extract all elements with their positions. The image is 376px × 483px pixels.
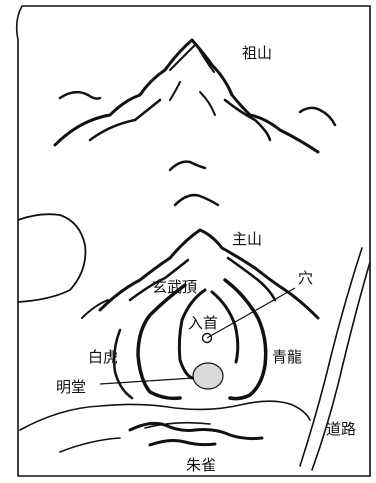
label-bright-hall: 明堂 [56,378,86,396]
ancestral-mountain [53,38,337,154]
left-hill [17,213,87,303]
label-cave: 穴 [298,269,313,287]
main-mountain [81,228,320,320]
diagram-border [15,5,371,477]
label-white-tiger: 白虎 [88,348,118,366]
label-xuanwu-peak: 玄武頂 [152,278,197,296]
label-azure-dragon: 青龍 [272,348,302,366]
connecting-ridges [168,160,220,207]
label-ancestral-mountain: 祖山 [242,44,272,62]
bright-hall [192,362,224,390]
road [299,247,371,471]
water-course [19,400,311,453]
leader-lines [99,287,296,385]
label-road: 道路 [326,420,356,438]
enclosing-ridges [112,278,268,401]
label-vermilion-bird: 朱雀 [186,456,216,474]
vermilion-bird-ridge [128,421,264,447]
label-main-mountain: 主山 [232,230,262,248]
label-entry-head: 入首 [188,314,218,332]
